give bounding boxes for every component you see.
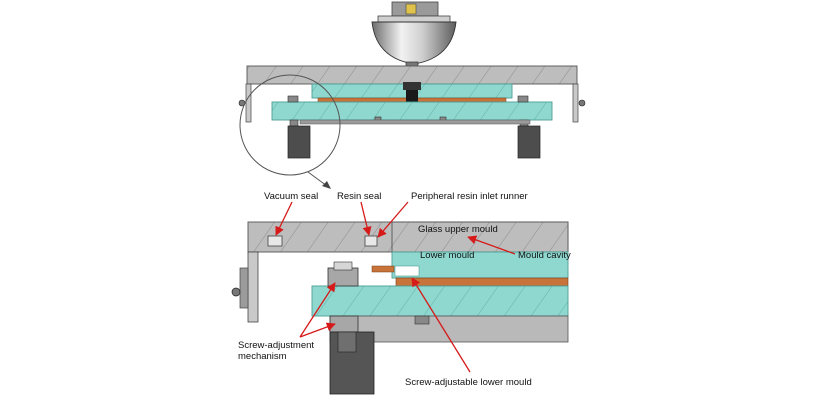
overview-left-clamp <box>238 83 252 123</box>
overview-left-leg <box>287 125 311 159</box>
labels: Vacuum seal Resin seal Peripheral resin … <box>238 191 571 388</box>
label-vacuum-seal: Vacuum seal <box>264 191 318 202</box>
peripheral-runner-strip <box>371 265 395 273</box>
label-screw-adjustment-2: mechanism <box>238 351 287 362</box>
detail-lower-mould <box>391 251 569 279</box>
overview-lower-mould-plate <box>271 101 553 121</box>
arrow-screw-lower-mould <box>411 277 471 373</box>
arrow-screw-adjust-1 <box>299 282 336 338</box>
label-lower-mould: Lower mould <box>420 250 474 261</box>
label-screw-adjustable-lower-mould: Screw-adjustable lower mould <box>405 377 532 388</box>
overview-assembly <box>238 1 586 189</box>
detail-pointer-head <box>322 181 331 189</box>
detail-assembly <box>231 221 569 395</box>
label-mould-cavity: Mould cavity <box>518 250 571 261</box>
annotation-arrows <box>275 201 516 373</box>
detail-magnifier-circle <box>239 74 341 176</box>
label-glass-upper-mould: Glass upper mould <box>418 224 498 235</box>
screw-adjuster-top-nut <box>327 267 359 287</box>
label-resin-seal: Resin seal <box>337 191 381 202</box>
clamp-knob-icon <box>231 287 241 297</box>
detail-pointer-line <box>307 171 328 187</box>
arrow-vacuum-seal <box>275 201 293 236</box>
detail-side-clamp <box>247 251 259 323</box>
arrow-mould-cavity <box>467 235 516 255</box>
detail-resin-layer <box>395 277 569 287</box>
overview-right-leg <box>517 125 541 159</box>
detail-lower-plate <box>311 285 569 317</box>
resin-seal-groove <box>364 235 378 247</box>
arrow-screw-adjust-2 <box>299 322 336 338</box>
detail-glass-upper-mould <box>391 221 569 253</box>
arrow-resin-seal <box>360 201 372 236</box>
overview-right-clamp <box>572 83 586 123</box>
label-peripheral-runner: Peripheral resin inlet runner <box>411 191 528 202</box>
label-screw-adjustment-1: Screw-adjustment <box>238 340 314 351</box>
arrow-peripheral-runner <box>377 201 409 238</box>
vacuum-seal-groove <box>267 235 283 247</box>
